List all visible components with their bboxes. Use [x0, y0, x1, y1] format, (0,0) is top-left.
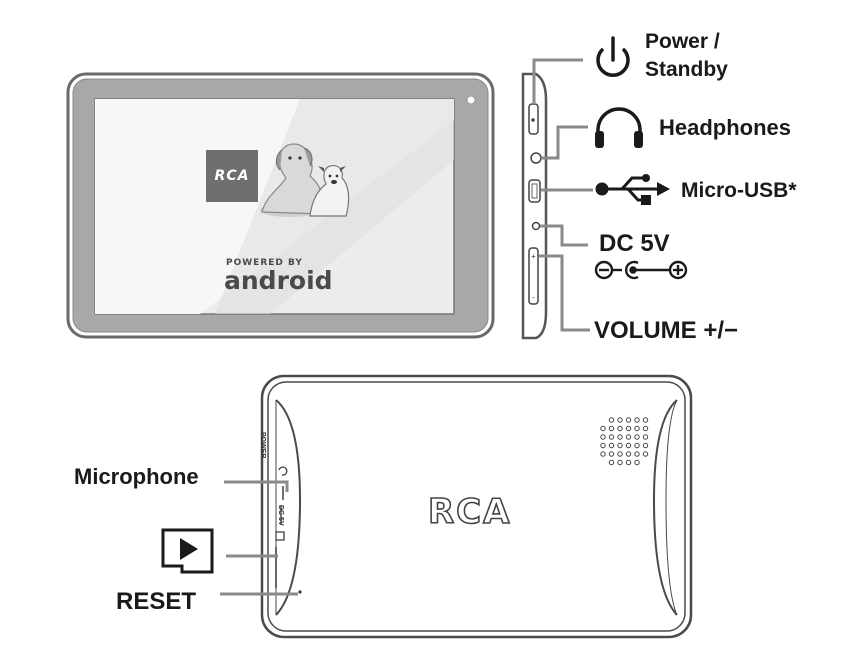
- microphone-label: Microphone: [74, 464, 199, 489]
- grille-hole: [634, 425, 640, 432]
- grille-hole: [625, 459, 632, 466]
- back-leader-lines: [220, 480, 298, 596]
- grille-hole: [625, 425, 632, 432]
- grille-hole: [600, 425, 606, 432]
- usb-icon: [595, 174, 670, 205]
- back-brand-logo: RCA: [427, 491, 512, 533]
- reset-label: RESET: [116, 588, 197, 615]
- standby-label: Standby: [645, 58, 728, 81]
- micro-usb-label: Micro-USB*: [681, 179, 797, 202]
- speaker-grille-icon: [600, 417, 649, 466]
- grille-hole: [617, 434, 623, 440]
- dc-jack: [531, 221, 541, 231]
- grille-hole: [600, 434, 606, 440]
- microsd-card-icon: [161, 528, 214, 574]
- grille-hole: [634, 459, 640, 466]
- grille-hole: [617, 459, 623, 466]
- grille-hole: [608, 459, 615, 466]
- svg-text:+: +: [531, 252, 536, 261]
- grille-hole: [608, 442, 615, 449]
- grille-hole: [625, 417, 632, 423]
- grille-hole: [634, 442, 640, 449]
- grille-hole: [608, 417, 615, 423]
- powered-by-text: POWERED BY: [226, 258, 303, 268]
- grille-hole: [600, 442, 606, 449]
- micro-usb-port: [528, 179, 541, 203]
- grille-hole: [642, 434, 649, 440]
- grille-hole: [634, 417, 640, 423]
- grille-hole: [617, 451, 623, 457]
- grille-hole: [600, 451, 606, 457]
- grille-hole: [608, 451, 615, 457]
- back-headphone-symbol: [278, 466, 288, 476]
- front-camera: [466, 95, 476, 105]
- grille-hole: [608, 434, 615, 440]
- volume-label: VOLUME +/−: [594, 317, 739, 344]
- tablet-side-view: + -: [521, 72, 548, 340]
- grille-hole: [642, 417, 649, 423]
- back-power-edge-text: POWER: [259, 432, 266, 459]
- headphones-label: Headphones: [659, 115, 792, 140]
- grille-hole: [642, 451, 649, 457]
- reset-hole: [298, 590, 302, 594]
- dogs-image: [260, 143, 350, 217]
- grille-hole: [617, 417, 623, 423]
- grille-hole: [625, 434, 632, 440]
- grille-hole: [642, 442, 649, 449]
- grille-hole: [634, 434, 640, 440]
- grille-hole: [608, 425, 615, 432]
- dc-polarity-icon: [594, 260, 688, 280]
- dc-5v-label: DC 5V: [599, 230, 670, 257]
- grille-hole: [625, 442, 632, 449]
- svg-text:-: -: [532, 293, 535, 302]
- headphones-icon: [595, 107, 643, 148]
- grille-hole: [625, 451, 632, 457]
- side-leader-lines: [532, 58, 593, 332]
- power-label: Power /: [645, 30, 720, 53]
- grille-hole: [634, 451, 640, 457]
- grille-hole: [617, 425, 623, 432]
- grille-hole: [617, 442, 623, 449]
- screen-brand-logo: RCA: [206, 150, 258, 202]
- power-icon: [596, 36, 630, 77]
- headphone-jack: [530, 152, 542, 164]
- android-logo-text: android: [224, 266, 333, 295]
- back-dc-edge-text: DC 5V: [277, 505, 284, 526]
- volume-rocker: [528, 247, 539, 305]
- grille-hole: [642, 425, 649, 432]
